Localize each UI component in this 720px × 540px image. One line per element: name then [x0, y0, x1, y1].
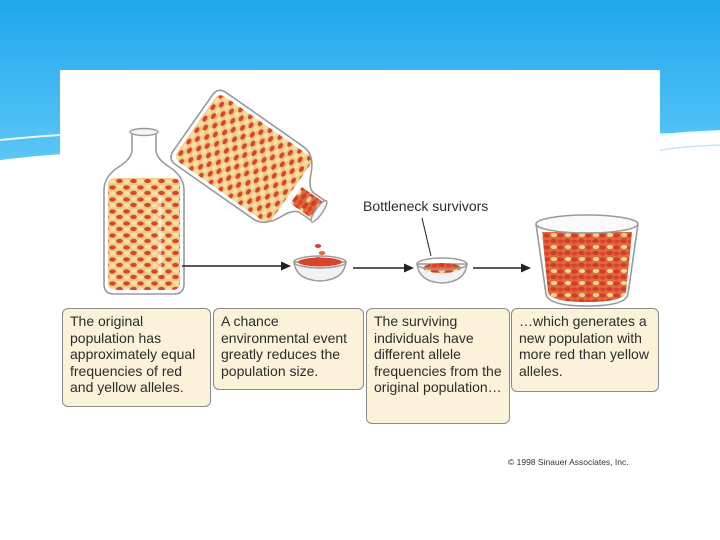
bottle-mouth	[129, 127, 159, 137]
arrow-1-head	[281, 261, 291, 271]
tipped-bottle-mouth	[310, 199, 328, 223]
tipped-bottle-outline	[170, 89, 327, 223]
bottleneck-illustration	[103, 89, 639, 307]
arrow-3-head	[521, 263, 531, 273]
bottle-outline	[103, 132, 185, 295]
tipped-bottle	[170, 89, 328, 223]
copyright-notice: © 1998 Sinauer Associates, Inc.	[508, 457, 629, 467]
bottleneck-bowl-1	[293, 255, 347, 282]
bottleneck-survivors-bowl	[416, 257, 468, 284]
bowl-2-beans	[423, 263, 461, 273]
caption-chance-event: A chance environmental event greatly red…	[213, 308, 364, 390]
arrow-2-head	[404, 263, 414, 273]
banner-wave-right-lower	[649, 144, 720, 153]
tipped-bottle-beans	[175, 95, 312, 222]
caption-original-population: The original population has approximatel…	[62, 308, 211, 407]
original-population-bottle	[103, 127, 185, 295]
new-population-jar	[535, 214, 639, 307]
caption-surviving-individuals: The surviving individuals have different…	[366, 308, 510, 424]
bottleneck-survivors-label: Bottleneck survivors	[363, 198, 489, 214]
figure-panel: Bottleneck survivors The original popula…	[60, 70, 660, 480]
bowl-2-rim	[416, 257, 468, 271]
jar-outline	[535, 223, 639, 307]
jar-beans	[542, 232, 632, 302]
jar-rim	[535, 214, 639, 234]
bowl-1-beans	[298, 257, 342, 267]
flow-arrows	[182, 261, 531, 273]
bowl-1-rim	[293, 255, 347, 269]
bottle-beans	[108, 178, 180, 290]
bottleneck-leader-line	[421, 217, 432, 257]
caption-new-population: …which generates a new population with m…	[511, 308, 659, 392]
